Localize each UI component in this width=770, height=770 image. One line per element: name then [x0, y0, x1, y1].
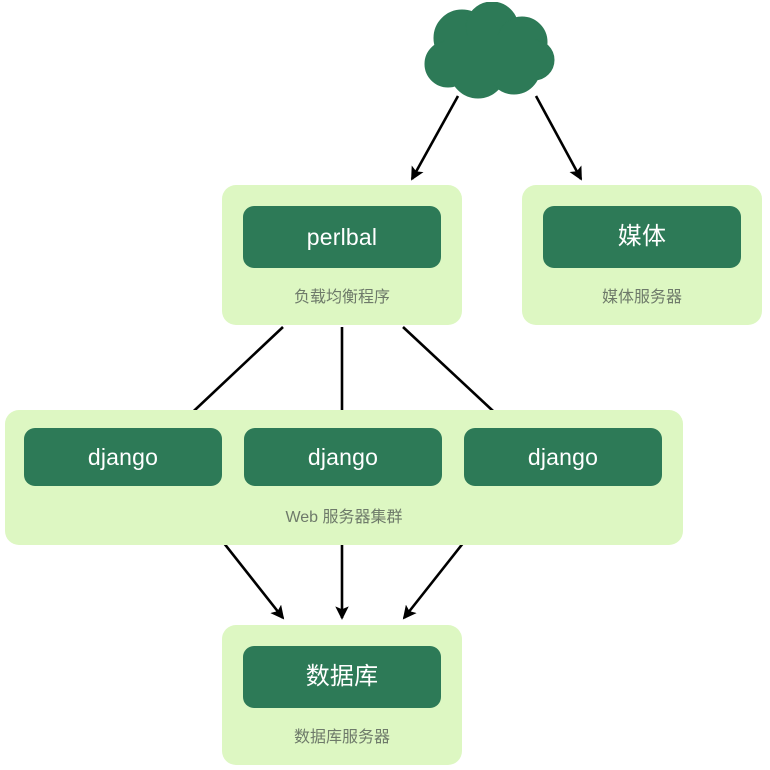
node-django-3-label: django	[527, 443, 599, 470]
node-media-label: 媒体	[617, 223, 667, 250]
edge-cloud-to-perlbal	[410, 95, 460, 181]
group-caption-database: 数据库服务器	[293, 729, 390, 746]
node-database-label: 数据库	[305, 663, 379, 690]
edge-cloud-to-media	[534, 95, 583, 181]
node-django-2-label: django	[307, 443, 379, 470]
node-database[interactable]: 数据库	[243, 646, 441, 708]
group-caption-load-balancer: 负载均衡程序	[293, 289, 390, 306]
node-django-2[interactable]: django	[244, 428, 442, 486]
node-django-3[interactable]: django	[464, 428, 662, 486]
node-django-1[interactable]: django	[24, 428, 222, 486]
node-media[interactable]: 媒体	[543, 206, 741, 268]
node-perlbal-label: perlbal	[306, 223, 378, 250]
group-caption-web-cluster: Web 服务器集群	[285, 509, 403, 526]
node-django-1-label: django	[87, 443, 159, 470]
node-perlbal[interactable]: perlbal	[243, 206, 441, 268]
group-caption-media: 媒体服务器	[601, 289, 682, 306]
cloud-icon	[424, 1, 555, 99]
internet-cloud	[418, 1, 558, 106]
